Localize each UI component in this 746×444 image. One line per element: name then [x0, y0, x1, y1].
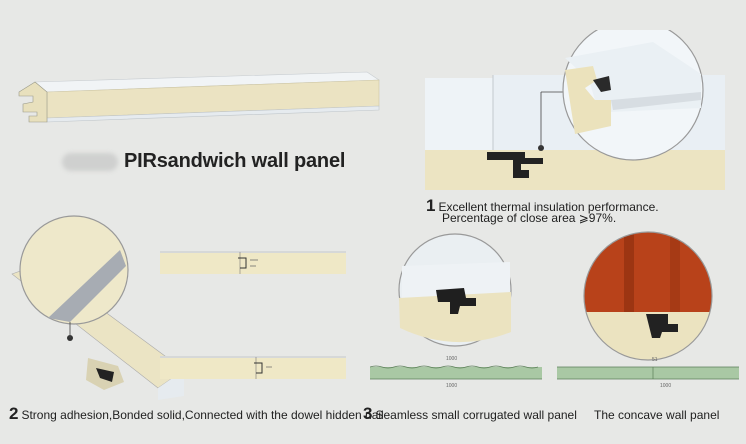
feature-3-number: 3 [363, 404, 373, 423]
panel-product-image [18, 71, 380, 123]
dimension-label-right-bottom: 1000 [660, 383, 672, 389]
feature-1-number: 1 [426, 196, 436, 215]
dimension-label-top: 1000 [446, 356, 458, 362]
product-title: PIRsandwich wall panel [62, 150, 345, 173]
feature-2-number: 2 [9, 404, 19, 423]
feature-1-line2: Percentage of close area ⩾97%. [442, 211, 617, 225]
product-title-prefix: PIR [124, 150, 157, 172]
joint-closeup-image-1 [425, 30, 725, 190]
feature-2-text: Strong adhesion,Bonded solid,Connected w… [21, 408, 384, 422]
feature-4-text: The concave wall panel [594, 408, 720, 422]
concave-detail-image [583, 231, 713, 361]
corrugated-detail-image [398, 233, 512, 347]
product-title-text: sandwich wall panel [156, 150, 346, 172]
dimension-label-bottom: 1000 [446, 383, 458, 389]
corrugated-section [370, 365, 542, 380]
joint-section-bottom [160, 356, 346, 379]
dimension-label-right-top: 51 [652, 357, 658, 363]
feature-3-text: Seamless small corrugated wall panel [375, 408, 577, 422]
joint-section-top [160, 251, 346, 274]
concave-section [557, 366, 739, 380]
blurred-logo [62, 152, 118, 171]
feature-1-line1: Excellent thermal insulation performance… [438, 200, 659, 214]
adhesion-detail-image [11, 215, 185, 400]
